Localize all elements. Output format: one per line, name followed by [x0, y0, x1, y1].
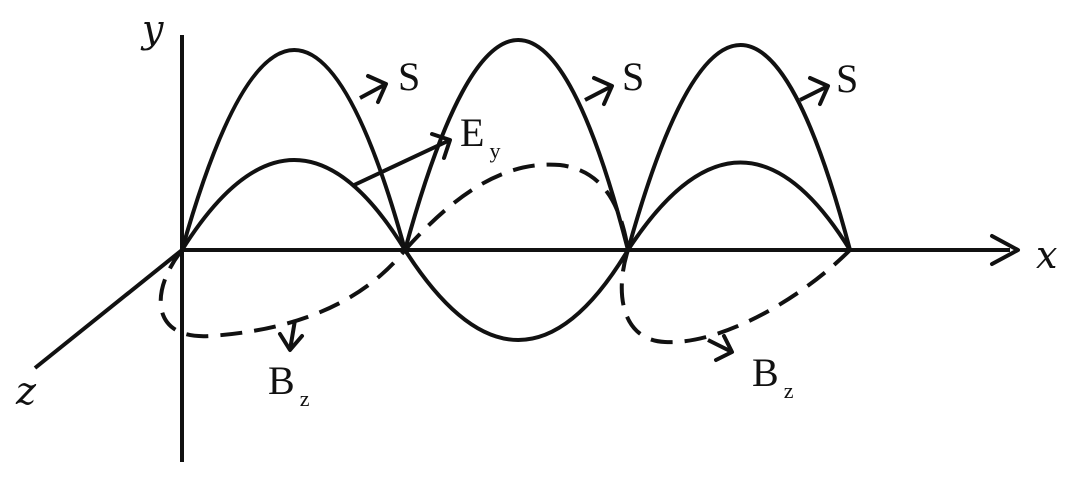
- b-arrow-2: [707, 334, 734, 362]
- b-label-2: B z: [752, 350, 794, 403]
- e-label-base: E: [460, 110, 484, 155]
- b-wave-segment-2: [403, 162, 630, 252]
- y-axis-label: y: [140, 7, 164, 51]
- e-wave-trough: [403, 248, 630, 342]
- s-arch-2: [403, 38, 630, 252]
- s-label-2: S: [622, 54, 644, 99]
- s-arrow-3: [799, 76, 830, 106]
- b-arrow-1: [278, 319, 304, 352]
- b-label-1: B z: [268, 358, 310, 411]
- s-arch-3: [626, 43, 852, 252]
- z-axis: [33, 248, 184, 370]
- b-wave-segment-1: [158, 248, 407, 339]
- e-wave-crest-2: [626, 160, 852, 252]
- s-arrow-1: [359, 74, 388, 104]
- b-wave-segment-3: [619, 248, 852, 345]
- e-wave-crest-1: [180, 158, 407, 252]
- e-arrow: [351, 132, 452, 188]
- s-label-3: S: [836, 56, 858, 101]
- x-axis-arrowhead: [990, 234, 1020, 266]
- e-label: E y: [460, 110, 500, 163]
- b-label-1-sub: z: [300, 386, 310, 411]
- s-label-1: S: [398, 54, 420, 99]
- s-arrow-2: [584, 76, 614, 106]
- s-arch-1: [180, 48, 407, 252]
- b-label-2-sub: z: [784, 378, 794, 403]
- b-label-1-base: B: [268, 358, 295, 403]
- b-label-2-base: B: [752, 350, 779, 395]
- x-axis-label: x: [1036, 233, 1057, 277]
- e-label-sub: y: [489, 138, 500, 163]
- z-axis-label: z: [15, 369, 37, 413]
